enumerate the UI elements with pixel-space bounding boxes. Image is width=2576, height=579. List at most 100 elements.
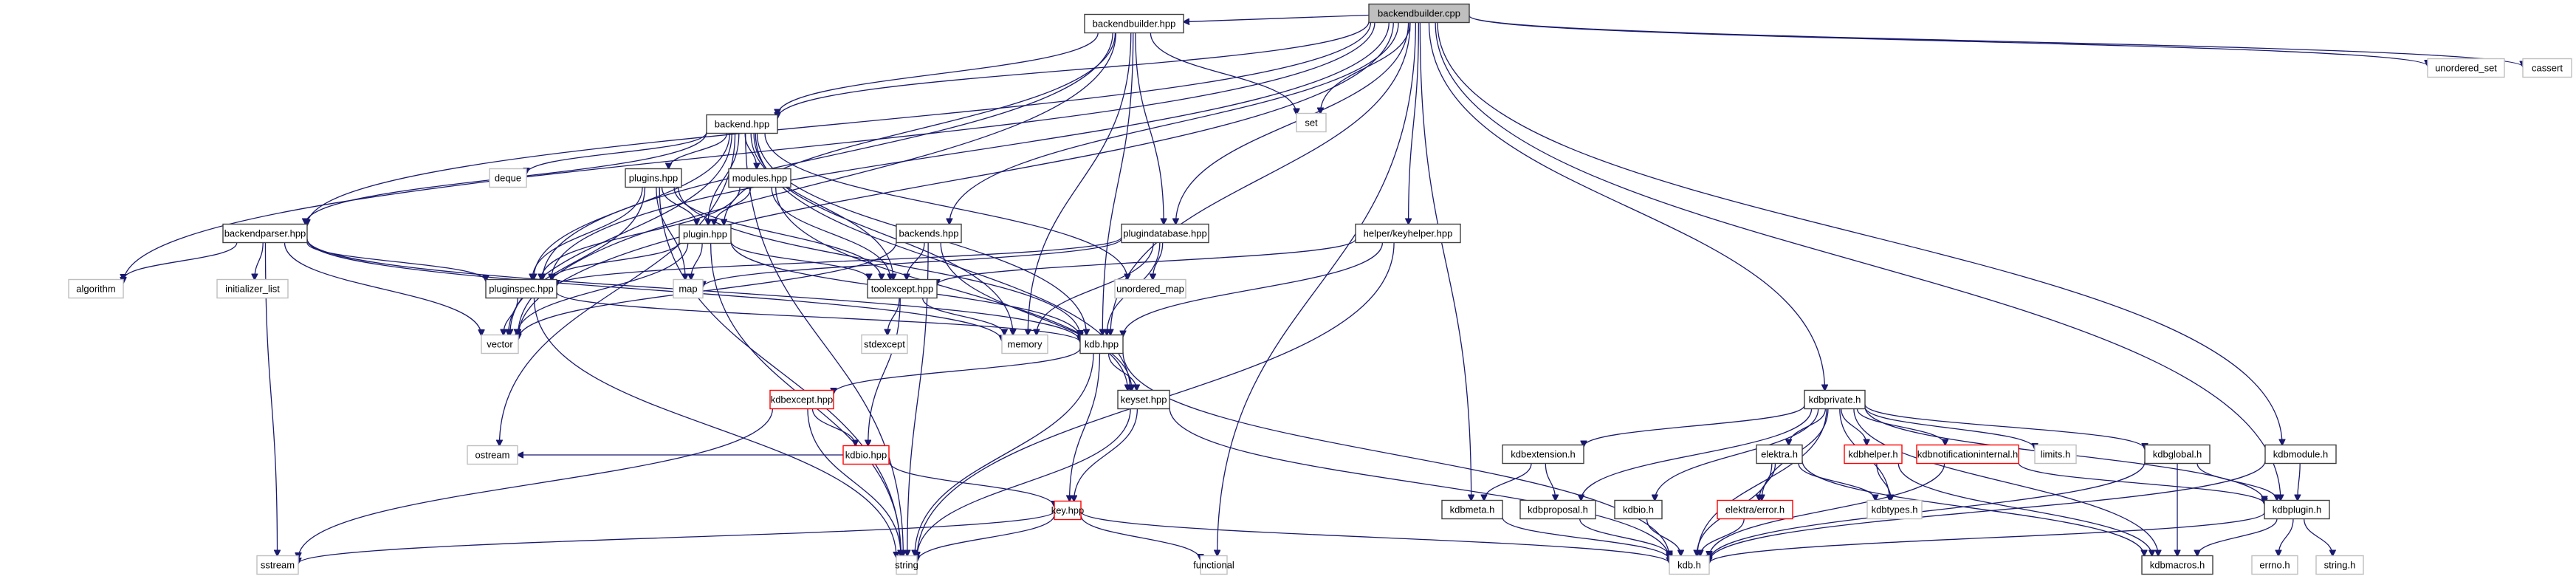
edge-key_hpp-to-functional <box>1080 515 1201 561</box>
node-label: kdbmacros.h <box>2150 560 2205 571</box>
node-label: unordered_map <box>1116 284 1184 295</box>
node-box <box>842 445 890 465</box>
node-kdbhelper-h[interactable]: kdbhelper.h <box>1844 444 1903 465</box>
node-label: elektra.h <box>1761 449 1798 460</box>
node-kdb-hpp[interactable]: kdb.hpp <box>1079 334 1124 354</box>
node-box <box>2522 58 2572 78</box>
edge-backend_hpp-to-pluginspec_hpp <box>534 133 730 280</box>
node-box <box>1717 499 1793 520</box>
node-label: memory <box>1008 339 1043 350</box>
edge-backendbuilder_cpp-to-backends_hpp <box>949 22 1399 225</box>
edge-backendparser_hpp-to-initializer_list <box>255 242 264 280</box>
node-plugindatabase-hpp[interactable]: plugindatabase.hpp <box>1121 223 1209 244</box>
node-pluginspec-hpp[interactable]: pluginspec.hpp <box>485 278 557 299</box>
node-unordered-map: unordered_map <box>1114 278 1186 299</box>
node-modules-hpp[interactable]: modules.hpp <box>728 168 791 188</box>
edge-keyhelper_hpp-to-toolexcept_hpp <box>937 239 1356 285</box>
node-label: kdbextension.h <box>1511 449 1575 460</box>
node-kdbio-h[interactable]: kdbio.h <box>1614 499 1663 520</box>
node-box <box>485 278 557 299</box>
edge-kdbmodule_h-to-kdb_h <box>1709 460 2266 561</box>
node-box <box>1844 444 1903 465</box>
node-kdbmeta-h[interactable]: kdbmeta.h <box>1441 499 1503 520</box>
edge-plugin_hpp-to-vector <box>517 243 689 335</box>
edge-kdbprivate_h-to-kdbio_h <box>1655 408 1819 501</box>
node-errno-h: errno.h <box>2251 555 2298 575</box>
edge-toolexcept_hpp-to-memory <box>922 298 1005 335</box>
edge-kdbplugin_h-to-errno_h <box>2278 518 2294 556</box>
node-backendparser-hpp[interactable]: backendparser.hpp <box>222 223 308 244</box>
edge-pluginspec_hpp-to-string <box>533 298 896 558</box>
node-label: errno.h <box>2259 560 2290 571</box>
node-label: vector <box>487 339 513 350</box>
node-label: set <box>1305 117 1318 129</box>
node-key-hpp[interactable]: key.hpp <box>1051 500 1085 521</box>
node-label: backendbuilder.cpp <box>1378 8 1460 19</box>
edge-backendbuilder_hpp-to-pluginspec_hpp <box>543 32 1113 280</box>
node-kdbproposal-h[interactable]: kdbproposal.h <box>1519 499 1596 520</box>
edge-backendbuilder_hpp-to-backend_hpp <box>777 32 1099 115</box>
node-box <box>1519 499 1596 520</box>
edge-plugins_hpp-to-plugin_hpp <box>661 187 697 225</box>
node-elektra-h[interactable]: elektra.h <box>1756 444 1803 465</box>
edge-kdbextension_h-to-kdbproposal_h <box>1545 463 1555 501</box>
node-label: kdbglobal.h <box>2153 449 2202 460</box>
edge-key_hpp-to-kdb_h <box>1080 511 1669 563</box>
node-box <box>728 168 791 188</box>
node-backend-hpp[interactable]: backend.hpp <box>706 114 778 134</box>
node-box <box>1804 389 1866 410</box>
node-sstream: sstream <box>256 555 299 575</box>
node-set: set <box>1296 112 1327 133</box>
node-box <box>68 278 124 299</box>
node-kdbextension-h[interactable]: kdbextension.h <box>1502 444 1584 465</box>
node-keyset-hpp[interactable]: keyset.hpp <box>1117 389 1170 410</box>
node-keyhelper-hpp[interactable]: helper/keyhelper.hpp <box>1355 223 1461 244</box>
edge-modules_hpp-to-toolexcept_hpp <box>771 187 890 280</box>
node-label: kdbio.h <box>1623 504 1654 515</box>
node-box <box>867 278 938 299</box>
node-kdbmodule-h[interactable]: kdbmodule.h <box>2264 444 2337 465</box>
node-ostream: ostream <box>467 445 518 465</box>
node-kdbnotificationinternal-h[interactable]: kdbnotificationinternal.h <box>1916 444 2019 465</box>
node-kdbprivate-h[interactable]: kdbprivate.h <box>1804 389 1866 410</box>
edge-backendbuilder_hpp-to-plugindatabase_hpp <box>1135 32 1164 225</box>
edge-backendbuilder_cpp-to-keyhelper_hpp <box>1409 22 1420 225</box>
edge-kdbproposal_h-to-kdb_h <box>1579 518 1669 557</box>
edge-plugins_hpp-to-string <box>659 187 901 556</box>
node-vector: vector <box>481 334 519 354</box>
node-unordered-set: unordered_set <box>2427 58 2505 78</box>
node-box <box>1079 334 1124 354</box>
node-box <box>1114 278 1186 299</box>
node-plugin-hpp[interactable]: plugin.hpp <box>679 224 732 244</box>
node-box <box>1368 3 1470 24</box>
node-label: helper/keyhelper.hpp <box>1364 228 1453 239</box>
node-label: backendparser.hpp <box>224 228 306 239</box>
edge-backendbuilder_cpp-to-pluginspec_hpp <box>552 22 1390 280</box>
node-label: kdbtypes.h <box>1872 504 1918 515</box>
node-backendbuilder-hpp[interactable]: backendbuilder.hpp <box>1084 13 1184 34</box>
node-kdbplugin-h[interactable]: kdbplugin.h <box>2264 499 2330 520</box>
node-kdbmacros-h[interactable]: kdbmacros.h <box>2141 555 2213 575</box>
node-label: deque <box>495 173 521 184</box>
node-kdbio-hpp[interactable]: kdbio.hpp <box>842 445 890 465</box>
node-box <box>1866 499 1923 520</box>
node-kdbglobal-h[interactable]: kdbglobal.h <box>2144 444 2211 465</box>
node-label: kdbproposal.h <box>1528 504 1588 515</box>
edge-backends_hpp-to-toolexcept_hpp <box>907 242 925 280</box>
node-backends-hpp[interactable]: backends.hpp <box>896 223 962 244</box>
edge-kdbmeta_h-to-kdb_h <box>1502 517 1669 560</box>
node-plugins-hpp[interactable]: plugins.hpp <box>625 168 682 188</box>
edge-kdb_hpp-to-key_hpp <box>1070 353 1101 501</box>
edge-kdb_hpp-to-kdbexcept_hpp <box>834 348 1081 394</box>
node-box <box>1001 334 1048 354</box>
edge-kdbnotificationinternal_h-to-kdb_h <box>1709 463 1945 558</box>
edge-backend_hpp-to-toolexcept_hpp <box>750 133 893 280</box>
node-elektra-error-h[interactable]: elektra/error.h <box>1717 499 1793 520</box>
node-label: functional <box>1193 560 1234 571</box>
node-kdbexcept-hpp[interactable]: kdbexcept.hpp <box>769 389 834 410</box>
node-box <box>2264 444 2337 465</box>
node-toolexcept-hpp[interactable]: toolexcept.hpp <box>867 278 938 299</box>
edge-modules_hpp-to-pluginspec_hpp <box>541 187 741 280</box>
edge-key_hpp-to-sstream <box>298 510 1055 563</box>
node-stdexcept: stdexcept <box>861 334 908 354</box>
